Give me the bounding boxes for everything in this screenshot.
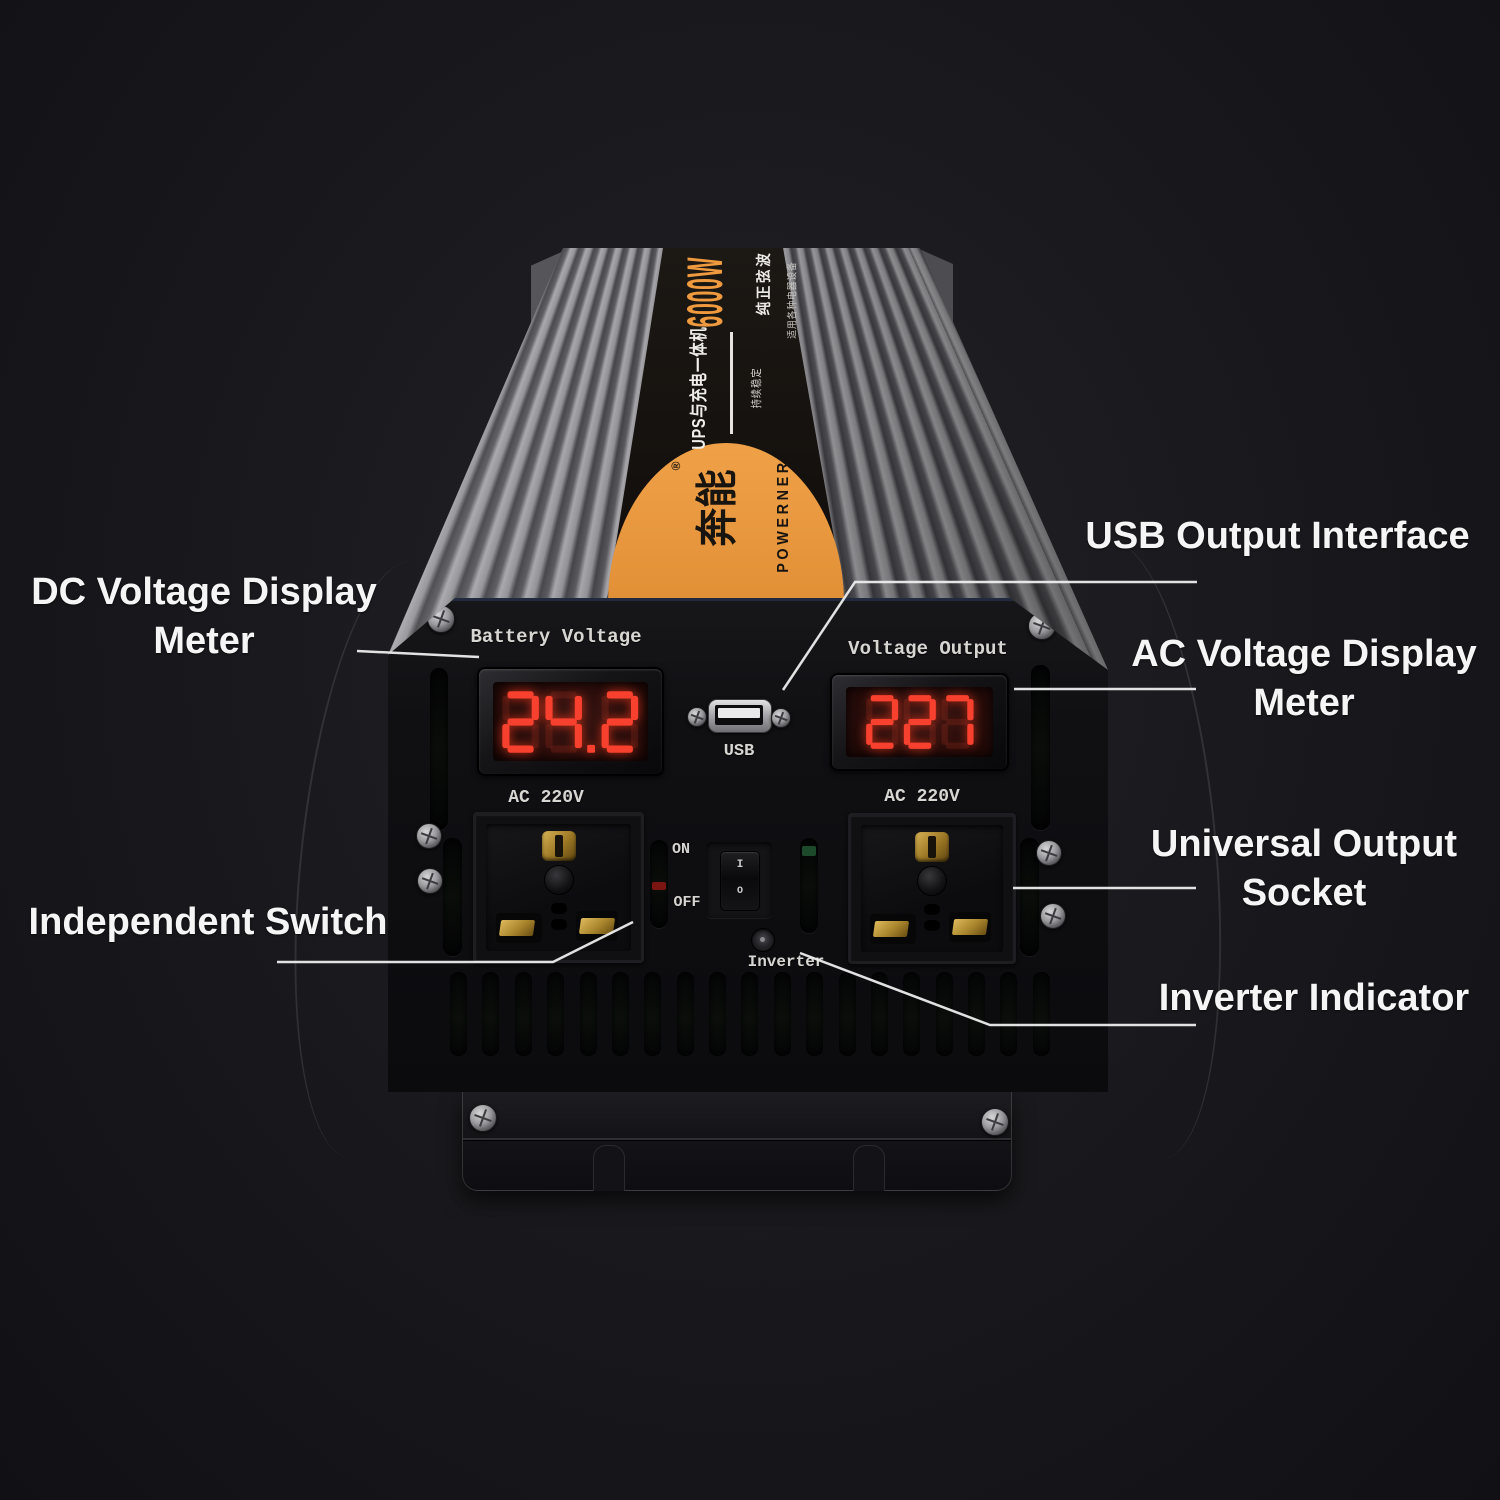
product-type-label: UPS与充电一体机	[689, 326, 709, 450]
socket-brass-contact	[949, 912, 991, 942]
socket-pin-hole	[924, 920, 940, 931]
dc-display-screen	[493, 682, 648, 761]
ac-display-screen	[846, 687, 993, 757]
off-label: OFF	[673, 894, 701, 911]
label-side-text: 纯正弦波	[755, 250, 773, 316]
registered-mark: ®	[669, 461, 683, 471]
mounting-notch	[593, 1145, 625, 1191]
screw-icon	[981, 1108, 1009, 1136]
annotation-dc-meter: DC Voltage Display Meter	[31, 571, 377, 663]
vent-slot	[741, 972, 759, 1056]
power-rating-label: 6000W	[677, 256, 733, 328]
socket-brass-contact	[496, 913, 542, 943]
dc-voltage-value	[501, 690, 639, 754]
ac-220v-label-right: AC 220V	[884, 787, 960, 807]
bottom-vent-row	[450, 972, 1050, 1056]
screw-icon	[417, 868, 443, 894]
label-divider-line	[730, 332, 733, 434]
socket-pin-hole	[550, 903, 567, 914]
brand-name-cn: 奔能	[693, 469, 741, 547]
on-label: ON	[671, 841, 690, 858]
ac-voltage-value	[865, 694, 975, 750]
vent-slot	[514, 972, 532, 1056]
socket-brass-contact	[576, 911, 618, 941]
inverter-indicator-led	[751, 928, 775, 952]
vent-slot	[611, 972, 629, 1056]
front-panel: Battery Voltage Voltage Output USB AC 22…	[388, 598, 1108, 1092]
ac-voltage-display	[830, 673, 1009, 771]
vent-slot	[450, 972, 467, 1056]
vent-slot	[903, 972, 921, 1056]
vent-slot	[650, 840, 668, 928]
vent-slot	[773, 972, 791, 1056]
ac-220v-label-left: AC 220V	[508, 788, 584, 808]
vent-slot	[430, 668, 448, 830]
mounting-notch	[853, 1145, 885, 1191]
power-switch-recess: I O	[706, 842, 772, 918]
rocker-off-mark: O	[736, 886, 743, 897]
universal-socket-left	[473, 812, 644, 963]
vent-red-detail	[652, 882, 666, 890]
mounting-flange	[462, 1092, 1012, 1191]
socket-center-knob	[917, 866, 947, 896]
inverter-label: Inverter	[747, 953, 825, 971]
screw-icon	[1040, 903, 1066, 929]
usb-label: USB	[723, 742, 755, 761]
socket-earth-contact	[541, 831, 576, 861]
vent-slot	[443, 838, 462, 956]
vent-slot	[1020, 838, 1039, 956]
vent-slot	[838, 972, 856, 1056]
brand-badge-clip: 奔能 ® POWERNER	[600, 440, 852, 598]
usb-port-opening	[715, 705, 763, 725]
socket-center-knob	[543, 865, 574, 895]
vent-slot	[644, 972, 662, 1056]
label-micro-text: 适用各种电器设备	[787, 261, 799, 339]
voltage-output-label: Voltage Output	[848, 638, 1008, 660]
vent-slot	[482, 972, 500, 1056]
vent-slot	[870, 972, 888, 1056]
dc-voltage-display	[477, 667, 664, 776]
socket-pin-hole	[550, 919, 567, 930]
screw-icon	[771, 708, 791, 728]
battery-voltage-label: Battery Voltage	[470, 626, 642, 648]
screw-icon	[469, 1104, 497, 1132]
vent-slot	[806, 972, 824, 1056]
panel-top-edge-highlight	[450, 598, 1014, 601]
screw-icon	[687, 707, 707, 727]
annotation-ac-meter: AC Voltage Display Meter	[1131, 633, 1477, 725]
power-rocker-switch: I O	[720, 851, 760, 911]
screw-icon	[416, 823, 442, 849]
annotation-usb: USB Output Interface	[1085, 515, 1470, 557]
socket-brass-contact	[870, 914, 916, 944]
usb-port	[708, 699, 772, 733]
vent-slot	[968, 972, 985, 1056]
annotation-socket: Universal Output Socket	[1150, 823, 1458, 915]
annotation-switch: Independent Switch	[28, 901, 388, 943]
annotation-inverter-indicator: Inverter Indicator	[1158, 977, 1470, 1019]
brand-name-en: POWERNER	[775, 459, 792, 573]
screw-icon	[1036, 840, 1062, 866]
label-side-text-2: 持续稳定	[751, 367, 763, 409]
flange-seam-line	[463, 1138, 1011, 1140]
vent-slot	[800, 838, 818, 933]
vent-slot	[1032, 972, 1050, 1056]
rocker-on-mark: I	[736, 859, 744, 871]
vent-green-detail	[802, 846, 816, 856]
vent-slot	[579, 972, 597, 1056]
vent-slot	[1031, 665, 1050, 830]
vent-slot	[547, 972, 565, 1056]
usb-tongue	[718, 708, 760, 718]
vent-slot	[1000, 972, 1018, 1056]
socket-earth-contact	[915, 832, 949, 862]
socket-pin-hole	[924, 904, 940, 915]
vent-slot	[676, 972, 694, 1056]
universal-socket-right	[848, 813, 1016, 964]
vent-slot	[935, 972, 953, 1056]
vent-slot	[709, 972, 726, 1056]
